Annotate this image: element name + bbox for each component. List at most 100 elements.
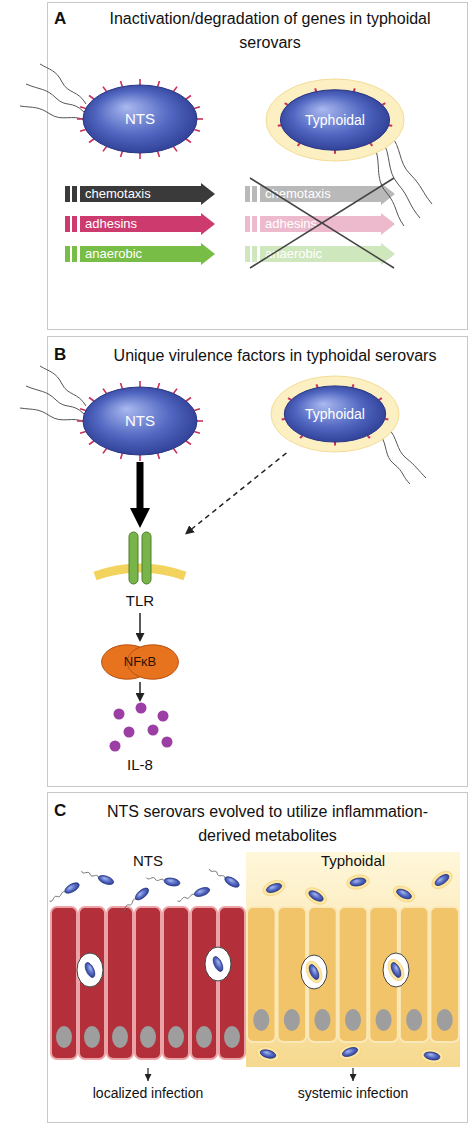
epithelial-cell [247,907,276,1042]
cell-membrane [95,568,185,576]
gene-segment [252,186,257,202]
capsule [419,1047,444,1065]
pilus [89,441,94,445]
pilus [174,449,178,454]
gene-segment [72,246,77,262]
pilus [174,87,178,92]
gene-segment [245,216,250,232]
bacterium-body [211,955,225,973]
node-shape [246,852,460,1067]
gene-label: adhesins [85,213,137,235]
pilus [194,409,200,411]
panel-heading: Inactivation/degradation of genes in typ… [95,7,445,55]
epithelial-cell [219,907,245,1059]
bacterium-rod [261,877,287,898]
nucleus [406,1009,422,1031]
gene-arrow-shape [260,183,395,205]
vacuole [301,955,327,989]
pilus [139,153,141,159]
panel-letter: B [54,342,74,368]
nucleus [140,1026,156,1048]
cytokine-dot [136,703,147,714]
epithelial-cell [51,907,77,1059]
vacuole [77,953,103,987]
bacterium-rod [337,1041,363,1062]
gene-segment [72,186,77,202]
epithelium: NTS [50,852,246,1067]
pilus [194,107,200,109]
pilus [194,432,200,434]
pilus [77,118,83,120]
gene-arrow: chemotaxis [65,183,215,205]
signal-arrow [137,462,144,508]
receptor-chain [129,532,138,584]
gene-arrow: adhesins [65,213,215,235]
bacterium-body [395,887,413,901]
bacterium-rod [208,866,241,890]
flagellum [390,134,432,204]
gene-segment [245,246,250,262]
node-shape [50,852,246,1067]
epithelial-cell [339,907,368,1042]
panel-heading: Unique virulence factors in typhoidal se… [95,344,455,368]
epithelial-cell [163,907,189,1059]
bacterium: Typhoidal [270,375,400,453]
nucleus [84,1026,100,1048]
bacterium-rod [83,961,97,979]
bacterium-body [389,961,403,979]
bacterium-body [259,1048,276,1059]
epithelial-cell [107,907,133,1059]
bacterium-label: Typhoidal [270,375,400,453]
signal-arrow [192,453,286,529]
bacterium-body [349,877,366,887]
cross-out-line [250,178,394,268]
gene-arrow: anaerobic [65,243,215,265]
capsule [385,957,407,984]
receptor-chain [142,532,151,584]
signal-arrow [139,682,141,693]
bacterium-label: NTS [75,380,205,462]
capsule [429,868,456,893]
gene-segment [252,216,257,232]
flagellum [380,434,410,484]
gene-arrow-shape [260,243,395,265]
cytokine-dot [110,741,121,752]
pilus [103,389,107,394]
capsule [303,959,325,986]
gene-segment [72,216,77,232]
pilus [121,81,123,87]
bacterium-rod [303,884,330,908]
pilus [139,79,141,85]
nucleus [437,1009,453,1031]
tissue-label: NTS [50,852,246,870]
flagellum [49,891,66,902]
vacuole [383,953,409,987]
pilus [174,389,178,394]
capsule [345,873,370,891]
gene-label: anaerobic [85,243,142,265]
pilus [158,81,160,87]
pilus [80,130,86,132]
pilus [80,432,86,434]
cytokine-dot [124,727,135,738]
gene-arrow-shape [260,213,395,235]
panel-frame [48,793,468,1123]
bacterium-label: Typhoidal [265,78,405,162]
bacterium-rod [385,957,407,984]
bacterium-rod [345,873,370,891]
pilus [80,107,86,109]
panel-letter: A [54,6,74,32]
panel-letter: C [54,798,74,824]
epithelial-cell [135,907,161,1059]
tissue-label: Typhoidal [246,852,460,870]
epithelial-cell [191,907,217,1059]
bacterium-rod [146,874,181,887]
bacterium-rod [391,883,418,905]
bacterium-body [83,961,97,979]
flagellum [146,876,164,881]
pilus [158,383,160,389]
receptor: TLR [95,528,185,613]
pilus [139,381,141,387]
bacterium: NTS [75,78,205,160]
